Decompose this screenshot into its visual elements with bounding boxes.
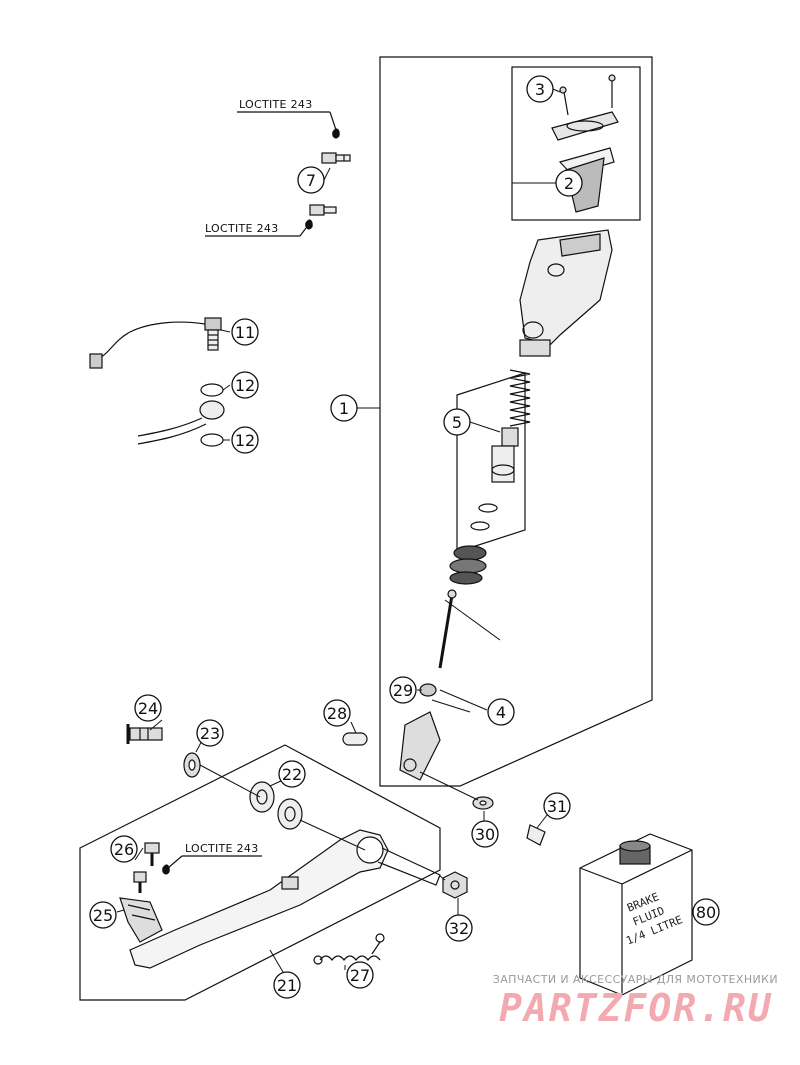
- callout-25: 25: [89, 901, 117, 929]
- callout-24: 24: [134, 694, 162, 722]
- pedal-tip-screws: [133, 842, 262, 893]
- callout-label: 12: [235, 431, 255, 450]
- loctite-bolt-upper: [237, 111, 351, 164]
- callout-label: 7: [306, 171, 316, 190]
- callout-7: 7: [297, 166, 325, 194]
- loctite-label-upper: LOCTITE 243: [239, 98, 313, 111]
- callout-label: 5: [452, 413, 462, 432]
- pedal-pivot-bolt: [126, 724, 163, 744]
- pedal-tip: [119, 897, 163, 943]
- brake-fluid-can: [579, 833, 693, 996]
- callout-label: 3: [535, 80, 545, 99]
- callout-26: 26: [110, 835, 138, 863]
- callout-32: 32: [445, 914, 473, 942]
- callout-label: 24: [138, 699, 158, 718]
- pedal-group-box: [79, 744, 441, 1001]
- pedal-nut: [442, 871, 468, 899]
- callout-label: 23: [200, 724, 220, 743]
- dust-boot: [449, 545, 487, 585]
- callout-label: 1: [339, 399, 349, 418]
- callout-label: 26: [114, 840, 134, 859]
- brake-hose-banjo: [137, 383, 225, 447]
- piston-spring: [509, 369, 531, 427]
- callout-1: 1: [330, 394, 358, 422]
- brake-light-switch: [89, 317, 222, 369]
- pedal-washer: [183, 752, 201, 778]
- callouts: 1 2 3 4 5 7 11 12 12 21 22 23 24 25 26 2…: [89, 75, 720, 999]
- callout-label: 21: [277, 976, 297, 995]
- callout-5: 5: [443, 408, 471, 436]
- callout-23: 23: [196, 719, 224, 747]
- pedal-bushings: [249, 781, 303, 830]
- callout-label: 80: [696, 903, 716, 922]
- callout-label: 12: [235, 376, 255, 395]
- return-spring: [313, 933, 385, 965]
- cotter-pin: [526, 824, 546, 846]
- callout-label: 32: [449, 919, 469, 938]
- callout-label: 11: [235, 323, 255, 342]
- callout-22: 22: [278, 760, 306, 788]
- loctite-label-lower: LOCTITE 243: [205, 222, 279, 235]
- watermark-tagline: ЗАПЧАСТИ И АКСЕССУАРЫ ДЛЯ МОТОТЕХНИКИ: [492, 973, 778, 986]
- callout-3: 3: [526, 75, 554, 103]
- reservoir-cover-box: [511, 66, 641, 221]
- callout-27: 27: [346, 961, 374, 989]
- callout-4: 4: [487, 698, 515, 726]
- callout-29: 29: [389, 676, 417, 704]
- reservoir-cover: [551, 111, 619, 213]
- callout-label: 31: [547, 797, 567, 816]
- callout-80: 80: [692, 898, 720, 926]
- callout-label: 29: [393, 681, 413, 700]
- callout-12b: 12: [231, 426, 259, 454]
- callout-21: 21: [273, 971, 301, 999]
- piston: [470, 427, 519, 531]
- callout-28: 28: [323, 699, 351, 727]
- reservoir-screws: [559, 74, 616, 116]
- loctite-label-pedal: LOCTITE 243: [185, 842, 259, 855]
- master-cylinder-body: [519, 229, 613, 357]
- clevis-and-nut: [342, 683, 441, 781]
- push-rod: [438, 589, 457, 669]
- piston-group-box: [456, 372, 526, 553]
- brake-pedal: [129, 829, 441, 969]
- callout-label: 28: [327, 704, 347, 723]
- callout-31: 31: [543, 792, 571, 820]
- loctite-bolt-lower: [205, 204, 337, 237]
- callout-30: 30: [471, 820, 499, 848]
- callout-2: 2: [555, 169, 583, 197]
- leader-lines: [116, 88, 561, 973]
- master-cylinder-group-box: [379, 56, 653, 787]
- callout-11: 11: [231, 318, 259, 346]
- callout-label: 2: [564, 174, 574, 193]
- watermark-brand: PARTZFOR.RU: [499, 986, 773, 1030]
- callout-label: 27: [350, 966, 370, 985]
- callout-label: 30: [475, 825, 495, 844]
- callout-12a: 12: [231, 371, 259, 399]
- callout-label: 22: [282, 765, 302, 784]
- callout-label: 4: [496, 703, 506, 722]
- callout-label: 25: [93, 906, 113, 925]
